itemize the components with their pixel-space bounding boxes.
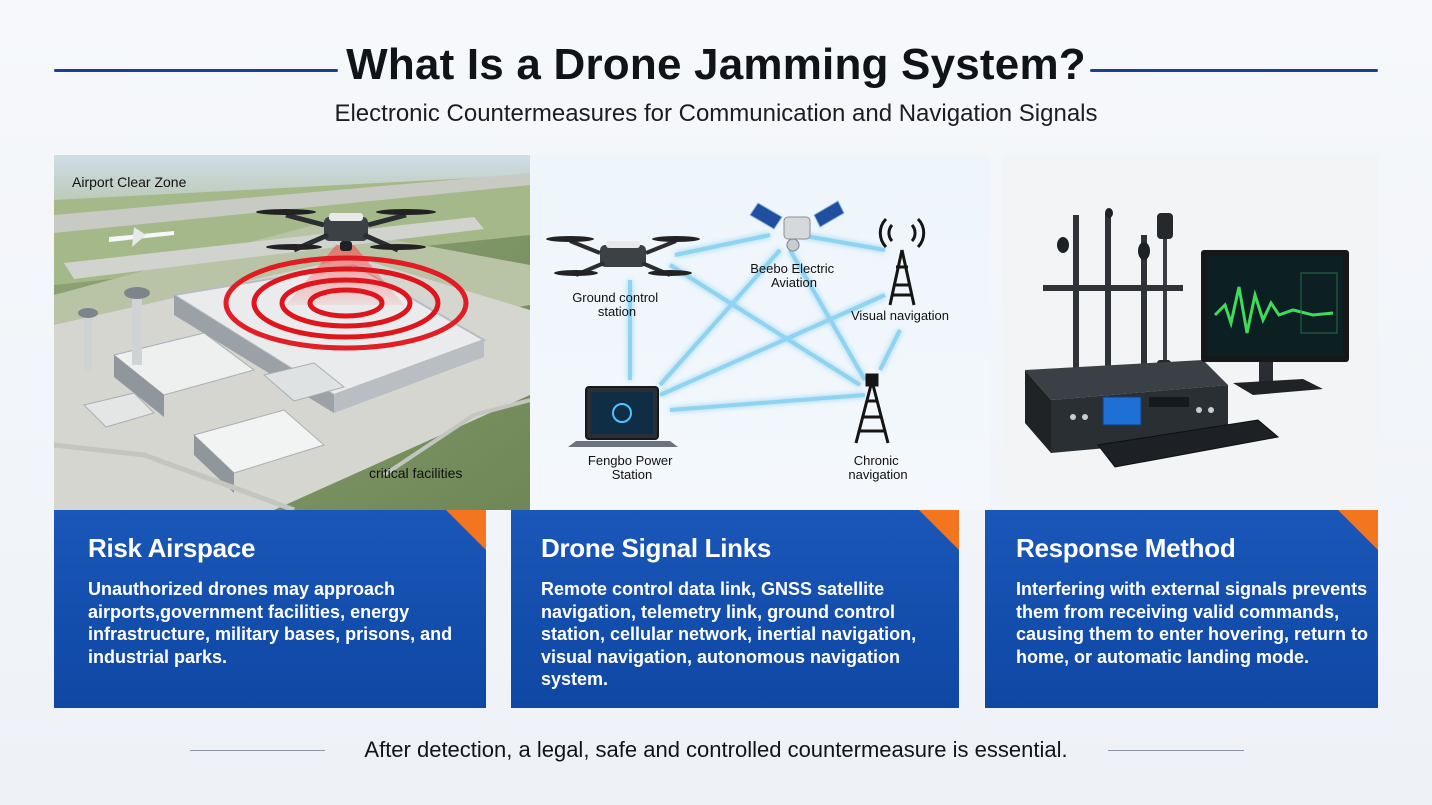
card-body: Remote control data link, GNSS satellite… [541, 579, 917, 690]
monitor-icon [1201, 250, 1349, 395]
footer-rule-left [190, 750, 325, 751]
clear-zone-label: Airport Clear Zone [72, 174, 187, 190]
laptop-icon [568, 386, 678, 447]
cell-tower-icon [854, 373, 890, 444]
signal-links-diagram: Ground control station Beebo Electric Av… [530, 155, 990, 510]
footer-text: After detection, a legal, safe and contr… [364, 737, 1068, 762]
title-rule-right [1090, 69, 1378, 72]
card-title: Risk Airspace [88, 533, 256, 563]
response-method-card: Response Method Interfering with externa… [985, 510, 1378, 708]
drone-icon [546, 236, 700, 277]
keyboard-icon [1097, 419, 1280, 468]
chronic-navigation-label: Chronic navigation [848, 453, 907, 482]
risk-airspace-card: Risk Airspace Unauthorized drones may ap… [54, 510, 486, 708]
card-body: Unauthorized drones may approach airport… [88, 579, 453, 667]
footer-rule-right [1108, 750, 1244, 751]
header: What Is a Drone Jamming System? Electron… [0, 0, 1432, 150]
card-corner-accent [446, 510, 486, 550]
drone-icon [256, 209, 436, 253]
card-body: Interfering with external signals preven… [1016, 579, 1369, 667]
satellite-label: Beebo Electric Aviation [750, 261, 837, 290]
card-title: Drone Signal Links [541, 533, 772, 563]
satellite-icon [749, 200, 845, 252]
visual-navigation-label: Visual navigation [851, 308, 949, 323]
radio-tower-icon [878, 217, 926, 306]
airspace-illustration: Airport Clear Zone critical facilities [54, 155, 530, 510]
card-corner-accent [1338, 510, 1378, 550]
drone-signal-links-card: Drone Signal Links Remote control data l… [511, 510, 959, 708]
jamming-equipment-illustration [1003, 155, 1378, 510]
card-corner-accent [919, 510, 959, 550]
critical-facilities-label: critical facilities [369, 465, 462, 481]
page-subtitle: Electronic Countermeasures for Communica… [334, 100, 1098, 127]
title-rule-left [54, 69, 338, 72]
laptop-label: Fengbo Power Station [588, 453, 676, 482]
ground-station-label: Ground control station [572, 290, 662, 319]
card-title: Response Method [1016, 533, 1236, 563]
page-title: What Is a Drone Jamming System? [346, 40, 1086, 89]
